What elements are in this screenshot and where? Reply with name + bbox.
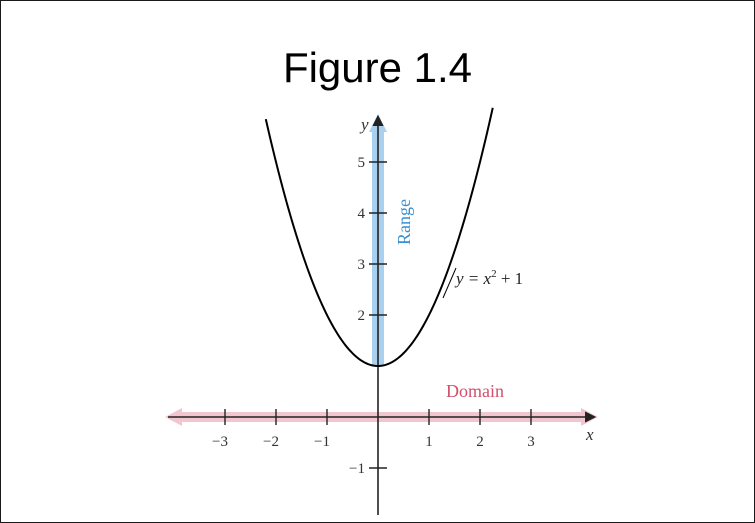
- y-tick-label: 4: [358, 206, 366, 222]
- y-tick-label: −1: [349, 461, 365, 477]
- domain-label: Domain: [446, 381, 504, 401]
- x-tick-label: 1: [425, 434, 433, 450]
- equation-prefix: y = x: [454, 269, 492, 288]
- y-tick-label: 3: [358, 257, 366, 273]
- equation-label: y = x2 + 1: [454, 268, 523, 288]
- x-axis-ticks: −3 −2 −1 1 2 3: [212, 409, 535, 450]
- x-tick-label: −3: [212, 434, 228, 450]
- slide-title: Figure 1.4: [282, 44, 473, 91]
- equation-exponent: 2: [491, 268, 497, 280]
- equation-leader-line: [442, 267, 457, 299]
- x-tick-label: 2: [476, 434, 484, 450]
- parabola-curve: [264, 107, 494, 367]
- y-tick-label: 2: [358, 308, 366, 324]
- x-tick-label: 3: [527, 434, 535, 450]
- equation-suffix: + 1: [497, 269, 524, 288]
- x-tick-label: −2: [263, 434, 279, 450]
- y-axis-ticks: −1 2 3 4 5: [349, 155, 387, 477]
- range-label: Range: [394, 199, 414, 245]
- x-tick-label: −1: [314, 434, 330, 450]
- y-axis-label: y: [359, 115, 369, 134]
- y-tick-label: 5: [358, 155, 366, 171]
- x-axis-label: x: [585, 425, 594, 444]
